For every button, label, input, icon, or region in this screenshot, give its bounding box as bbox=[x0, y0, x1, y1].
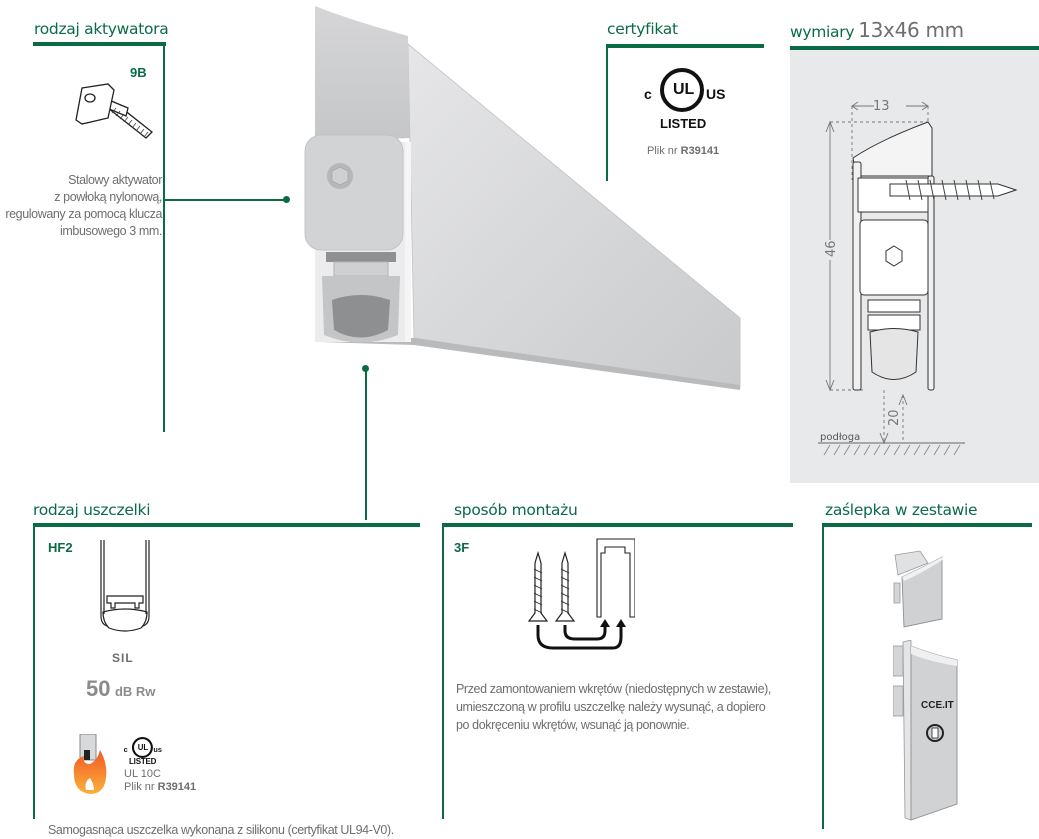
endcap-brand: CCE.IT bbox=[921, 700, 954, 711]
dimension-width-label: 13 bbox=[873, 99, 890, 114]
endcap-title: zaślepka w zestawie bbox=[825, 501, 978, 519]
seal-file-label: Plik nr bbox=[124, 781, 155, 793]
mounting-code: 3F bbox=[454, 540, 470, 555]
certificate-file: Plik nr R39141 bbox=[647, 145, 719, 157]
seal-ul-logo-text: UL bbox=[138, 743, 149, 752]
seal-certification: UL 10C Plik nr R39141 bbox=[124, 768, 196, 794]
seal-ul-logo-us: us bbox=[153, 745, 162, 754]
actuator-leader-dot bbox=[283, 196, 290, 203]
seal-sound-value: 50 bbox=[86, 676, 111, 701]
endcap-small-image bbox=[893, 550, 944, 628]
product-image bbox=[304, 6, 741, 390]
dimensions-size: 13x46 mm bbox=[858, 18, 964, 42]
seal-ul-logo-c: c bbox=[124, 745, 128, 754]
seal-file-number: R39141 bbox=[157, 781, 197, 793]
actuator-title-bar bbox=[33, 42, 166, 46]
actuator-leader-horizontal bbox=[163, 199, 286, 201]
mounting-diagram bbox=[527, 538, 635, 650]
certificate-title-bar bbox=[606, 44, 764, 48]
dimensions-title-label: wymiary bbox=[790, 23, 855, 41]
mounting-desc-line: umieszczoną w profilu uszczelkę należy w… bbox=[456, 700, 766, 714]
seal-leader-vertical-left bbox=[33, 525, 35, 819]
certificate-title: certyfikat bbox=[607, 20, 678, 38]
ul-logo-c: c bbox=[644, 86, 652, 102]
actuator-code: 9B bbox=[130, 65, 147, 80]
actuator-desc-line: imbusowego 3 mm. bbox=[60, 224, 162, 238]
seal-profile-icon bbox=[100, 540, 150, 632]
seal-title: rodzaj uszczelki bbox=[33, 501, 151, 519]
ul-logo-listed: LISTED bbox=[660, 116, 706, 131]
floor-label: podłoga bbox=[820, 432, 860, 443]
cross-section-drawing: 13 46 20 podłoga bbox=[818, 99, 1018, 456]
endcap-title-bar bbox=[822, 523, 1032, 527]
mounting-title-bar bbox=[442, 523, 793, 527]
seal-title-bar bbox=[33, 523, 420, 527]
endcap-leader-vertical bbox=[822, 525, 824, 829]
seal-ul-logo-listed: LISTED bbox=[129, 757, 157, 766]
seal-sound-rating: 50 dB Rw bbox=[86, 676, 155, 702]
seal-material: SIL bbox=[112, 651, 134, 665]
certificate-file-number: R39141 bbox=[680, 145, 720, 157]
ul-listed-logo: UL c US LISTED bbox=[644, 68, 725, 131]
actuator-desc-line: Stalowy aktywator bbox=[68, 173, 162, 187]
dimension-gap-label: 20 bbox=[887, 409, 902, 426]
actuator-leader-vertical bbox=[163, 44, 165, 432]
endcap-large-image: CCE.IT bbox=[893, 640, 958, 821]
seal-standard: UL 10C bbox=[124, 768, 161, 780]
actuator-description: Stalowy aktywator z powłoką nylonową, re… bbox=[0, 172, 162, 240]
actuator-screw-icon bbox=[75, 83, 153, 139]
seal-footer: Samogasnąca uszczelka wykonana z silikon… bbox=[48, 823, 394, 837]
certificate-leader-vertical bbox=[606, 46, 608, 181]
actuator-title: rodzaj aktywatora bbox=[34, 20, 169, 38]
seal-ul-logo: UL c us bbox=[124, 737, 162, 758]
ul-logo-text: UL bbox=[673, 81, 695, 98]
dimensions-title-bar bbox=[790, 46, 1039, 50]
mounting-leader-vertical bbox=[442, 525, 444, 819]
ul-logo-us: US bbox=[706, 86, 725, 102]
seal-code: HF2 bbox=[48, 540, 73, 555]
actuator-desc-line: z powłoką nylonową, bbox=[54, 190, 162, 204]
mounting-desc-line: po dokręceniu wkrętów, wsunąć ją ponowni… bbox=[456, 718, 690, 732]
seal-leader-vertical bbox=[365, 370, 367, 520]
seal-leader-dot bbox=[362, 365, 369, 372]
actuator-desc-line: regulowany za pomocą klucza bbox=[5, 207, 162, 221]
dimension-height-label: 46 bbox=[824, 240, 839, 257]
mounting-desc-line: Przed zamontowaniem wkrętów (niedostępny… bbox=[456, 682, 771, 696]
mounting-description: Przed zamontowaniem wkrętów (niedostępny… bbox=[456, 680, 771, 734]
fire-icon bbox=[73, 734, 107, 794]
seal-sound-unit: dB Rw bbox=[114, 684, 156, 699]
certificate-file-label: Plik nr bbox=[647, 145, 678, 157]
mounting-title: sposób montażu bbox=[454, 501, 578, 519]
